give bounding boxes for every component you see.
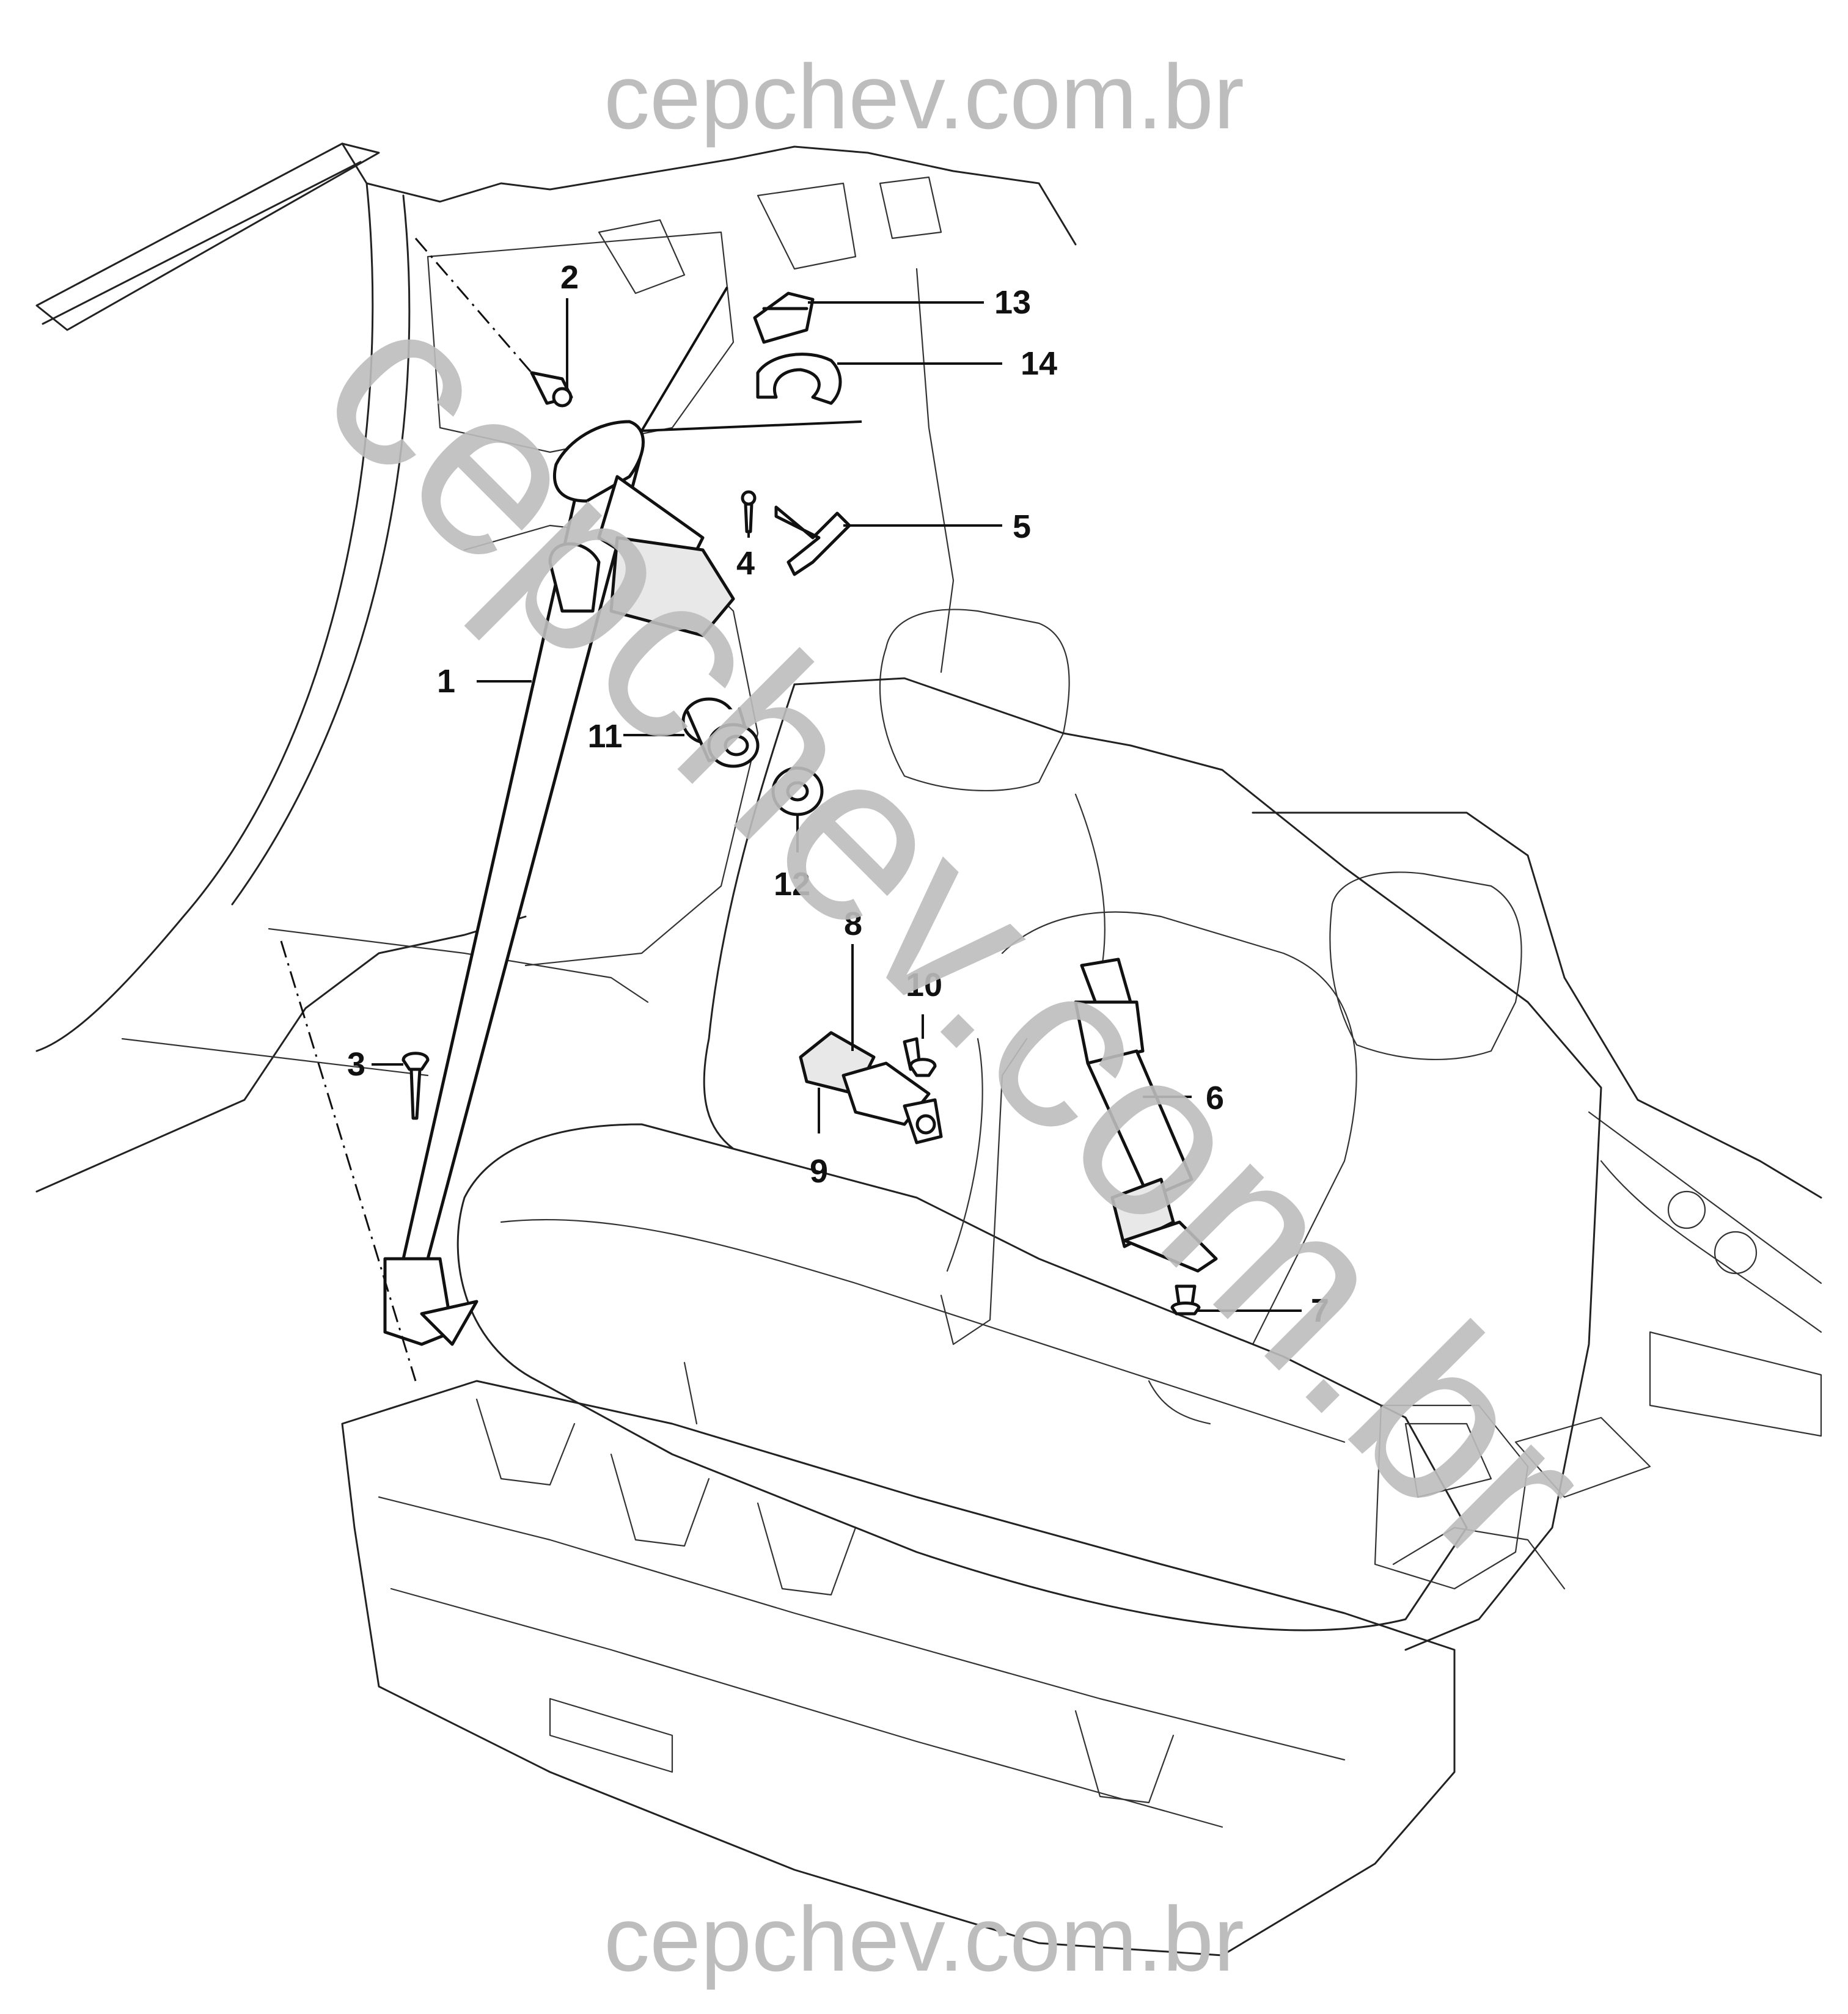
callout-5: 5 bbox=[1013, 508, 1031, 545]
part-12-washer bbox=[771, 766, 824, 816]
part-5-bracket bbox=[774, 505, 851, 576]
callout-9: 9 bbox=[810, 1153, 828, 1190]
callout-13: 13 bbox=[994, 284, 1031, 321]
callout-7: 7 bbox=[1311, 1292, 1329, 1329]
callout-8: 8 bbox=[844, 906, 862, 942]
watermark-bottom: cepchev.com.br bbox=[604, 1888, 1244, 1990]
rear-seat-lineart bbox=[457, 609, 1602, 1651]
callout-4: 4 bbox=[736, 545, 755, 582]
part-11-spacer bbox=[681, 697, 760, 768]
leader-lines bbox=[372, 286, 1302, 1312]
part-1-seat-belt bbox=[383, 420, 735, 1346]
callout-10: 10 bbox=[906, 967, 942, 1003]
callout-labels: 1 2 3 4 5 6 7 8 9 10 11 12 13 14 bbox=[347, 259, 1329, 1329]
part-2-bolt bbox=[414, 238, 573, 408]
callout-3: 3 bbox=[347, 1046, 365, 1083]
part-7-bolt bbox=[1170, 1284, 1201, 1316]
part-4-screw bbox=[741, 490, 757, 533]
callout-11: 11 bbox=[587, 718, 622, 755]
part-6-seat-belt bbox=[1074, 958, 1218, 1273]
callout-14: 14 bbox=[1021, 345, 1057, 382]
part-3-bolt bbox=[280, 940, 430, 1382]
part-14-clip bbox=[756, 353, 842, 405]
watermark-top: cepchev.com.br bbox=[604, 45, 1244, 148]
floor-pan-lineart bbox=[341, 1380, 1566, 1957]
callout-12: 12 bbox=[774, 866, 810, 903]
callout-1: 1 bbox=[437, 663, 455, 700]
part-13-cover bbox=[753, 291, 815, 344]
part-8-buckle bbox=[799, 1031, 943, 1144]
callout-2: 2 bbox=[560, 259, 579, 296]
part-10-bolt bbox=[903, 1037, 937, 1077]
callout-6: 6 bbox=[1206, 1080, 1224, 1116]
